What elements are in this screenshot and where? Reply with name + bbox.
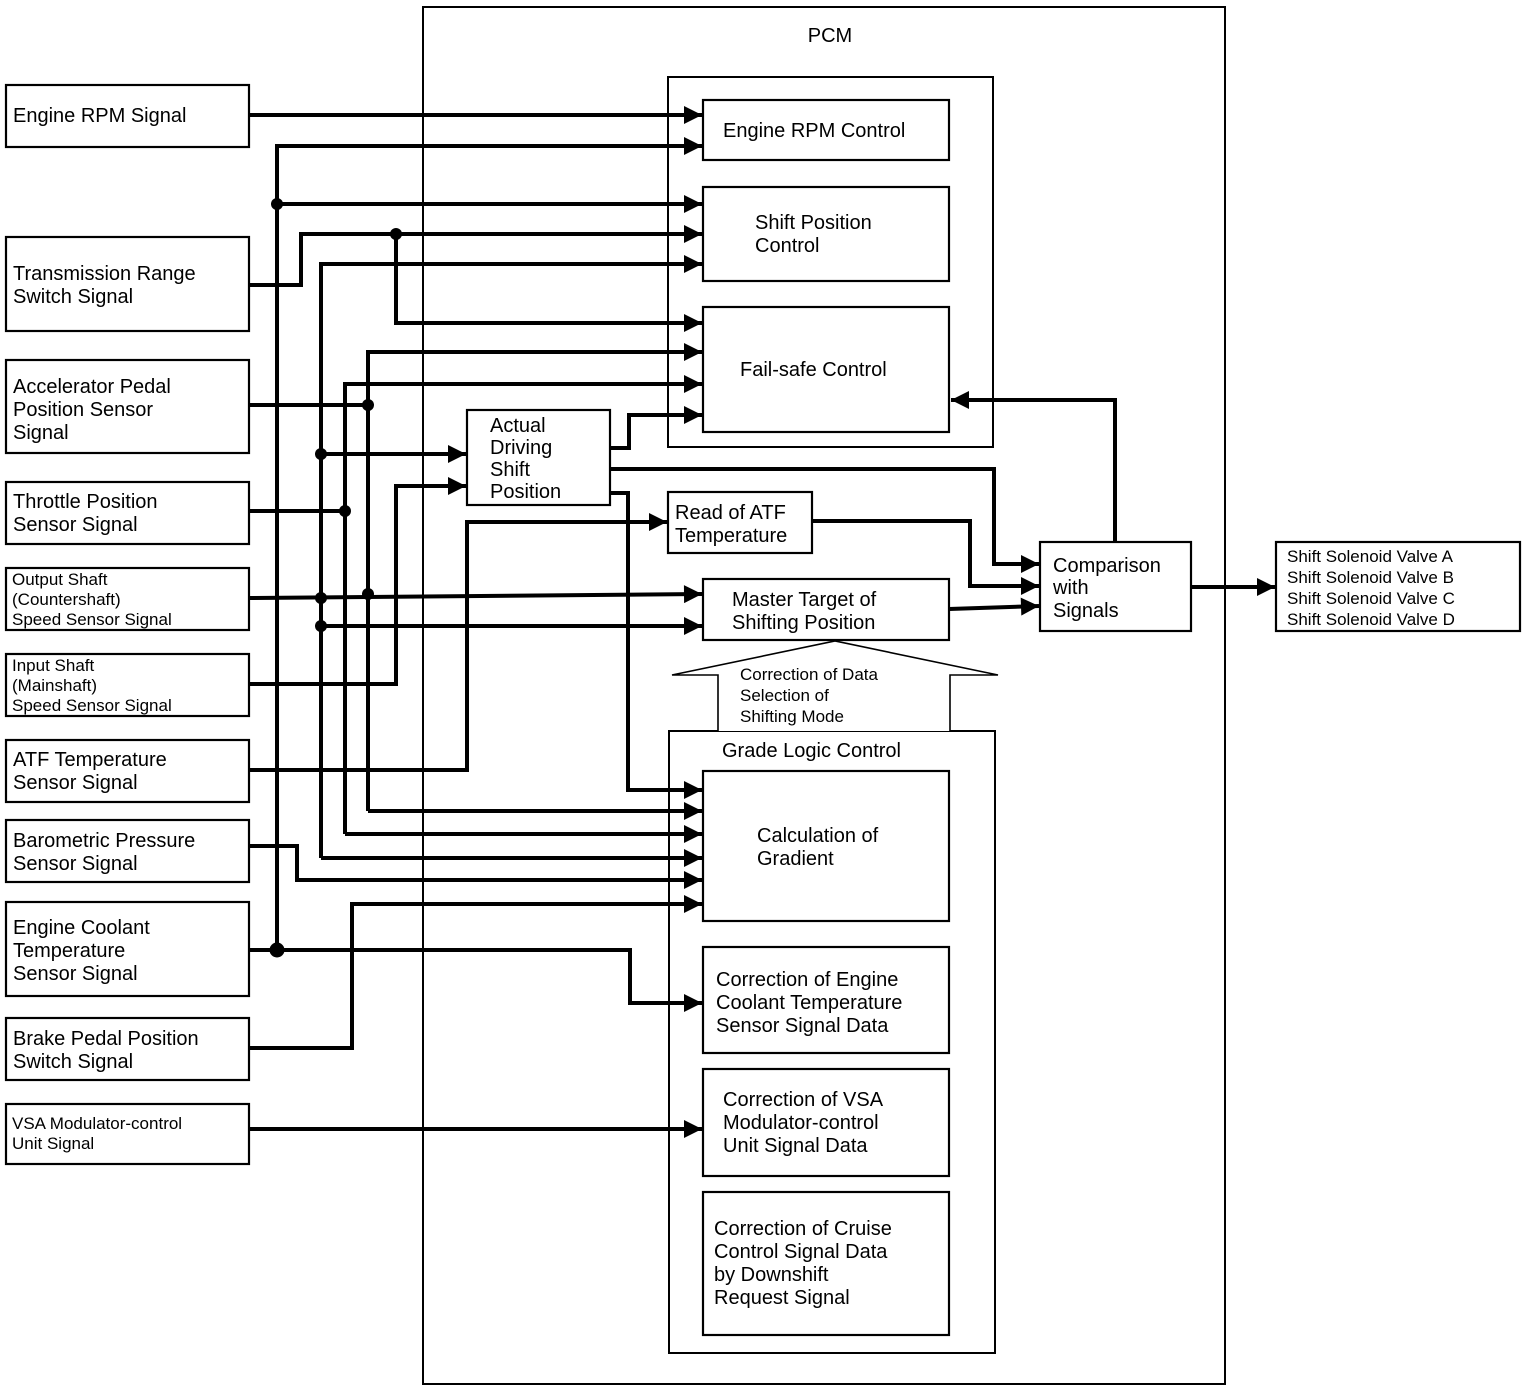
grade-logic-control-title: Grade Logic Control	[722, 740, 901, 762]
wire-atf-temperature	[249, 513, 667, 772]
block-engine-rpm-control: Engine RPM Control	[701, 98, 951, 162]
wire-master-to-comparison	[948, 597, 1040, 616]
wire-input-shaft	[249, 477, 466, 686]
input-input-shaft-speed-sensor-signal: Input Shaft(Mainshaft)Speed Sensor Signa…	[4, 652, 251, 718]
wire-actual-to-comparison	[610, 467, 1039, 573]
junction-dots	[269, 198, 402, 958]
svg-text:Fail-safe Control: Fail-safe Control	[740, 359, 887, 381]
wire-actual-to-gradient	[610, 491, 702, 799]
svg-text:Input Shaft(Mainshaft)Speed Se: Input Shaft(Mainshaft)Speed Sensor Signa…	[12, 656, 172, 715]
wire-output-shaft-bus-top	[319, 255, 702, 858]
wire-atf-read-to-comparison	[812, 519, 1039, 595]
pcm-title: PCM	[808, 25, 852, 47]
wire-brake-pedal	[249, 895, 702, 1050]
wire-transmission-range	[249, 225, 702, 287]
block-fail-safe-control: Fail-safe Control	[701, 305, 951, 434]
wire-transmission-range-to-fail-safe	[394, 234, 702, 332]
input-output-shaft-speed-sensor-signal: Output Shaft(Countershaft)Speed Sensor S…	[4, 566, 251, 632]
wire-coolant-to-correction	[249, 948, 702, 1012]
wire-barometric	[249, 844, 702, 889]
wire-coolant-to-rpm-control	[275, 137, 702, 950]
svg-text:Output Shaft(Countershaft)Spee: Output Shaft(Countershaft)Speed Sensor S…	[12, 570, 172, 629]
svg-text:Engine RPM Control: Engine RPM Control	[723, 120, 905, 142]
signal-wires	[248, 106, 1275, 1138]
wire-comparison-to-fail-safe	[951, 391, 1117, 542]
wire-accelerator-bus	[366, 343, 702, 811]
svg-text:Engine RPM Signal: Engine RPM Signal	[13, 105, 186, 127]
pcm-frame	[422, 6, 1226, 1385]
wire-actual-to-fail-safe	[610, 406, 702, 450]
input-engine-rpm-signal: Engine RPM Signal	[4, 83, 251, 149]
